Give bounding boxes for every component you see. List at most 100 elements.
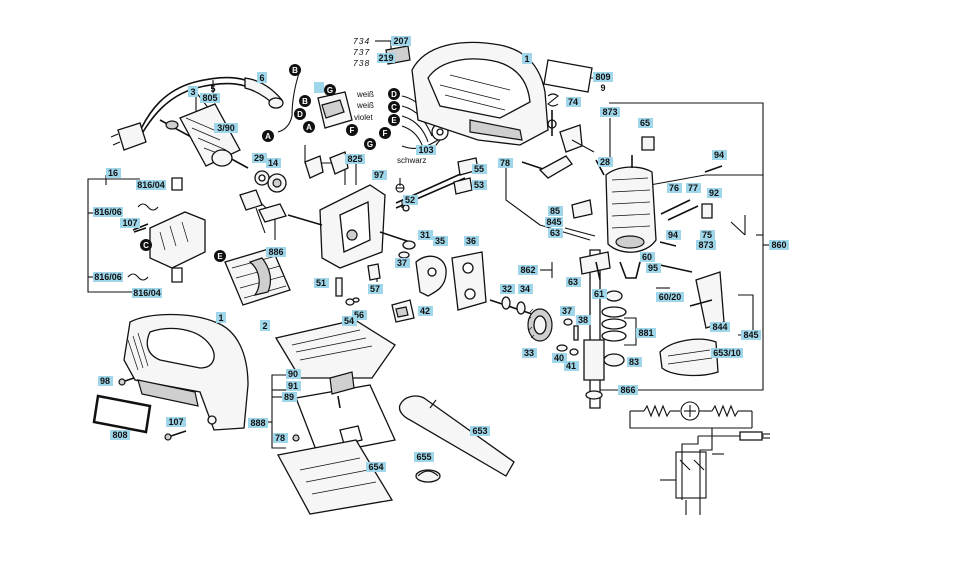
label-653: 653	[470, 426, 490, 436]
label-816-04-top: 816/04	[136, 180, 166, 190]
svg-text:A: A	[265, 132, 271, 141]
label-55: 55	[472, 164, 487, 174]
svg-text:83: 83	[629, 357, 639, 367]
label-881: 881	[636, 328, 656, 338]
label-873-top: 873	[600, 107, 620, 117]
label-74: 74	[566, 97, 581, 107]
svg-text:53: 53	[474, 180, 484, 190]
label-107-left: 107	[120, 218, 140, 228]
label-825: 825	[345, 154, 365, 164]
svg-text:G: G	[327, 86, 333, 95]
clips	[595, 261, 693, 281]
small-parts-right	[556, 318, 579, 356]
label-61: 61	[592, 289, 607, 299]
wire-label-violet: violet	[354, 113, 373, 122]
label-76: 76	[667, 183, 682, 193]
svg-text:92: 92	[709, 188, 719, 198]
small-parts-center	[335, 240, 416, 306]
label-816-04-bottom: 816/04	[132, 288, 162, 298]
armature	[159, 103, 249, 169]
connector-markers: B A G B D A F D C E F G C E	[140, 64, 400, 262]
svg-text:E: E	[217, 252, 223, 261]
svg-text:D: D	[297, 110, 303, 119]
nameplate	[92, 394, 152, 434]
svg-text:33: 33	[524, 348, 534, 358]
label-78-bottom: 78	[273, 433, 288, 443]
connector-d-wire: D	[388, 88, 400, 100]
plunger-housing	[605, 136, 657, 253]
linkage	[521, 124, 605, 179]
connector-f-brush: F	[346, 124, 358, 136]
svg-text:34: 34	[520, 284, 530, 294]
label-845-right: 845	[741, 330, 761, 340]
svg-text:40: 40	[554, 353, 564, 363]
label-5: 5	[210, 84, 215, 94]
svg-text:653/10: 653/10	[713, 348, 741, 358]
svg-text:16: 16	[108, 168, 118, 178]
svg-text:76: 76	[669, 183, 679, 193]
label-1-left: 1	[216, 312, 226, 323]
label-207: 207	[391, 36, 411, 46]
parallel-guide	[398, 395, 515, 483]
connector-d-brush: D	[294, 108, 306, 120]
svg-text:75: 75	[702, 230, 712, 240]
svg-text:873: 873	[602, 107, 617, 117]
label-866: 866	[618, 385, 638, 395]
plunger-rod	[579, 249, 611, 409]
svg-text:C: C	[143, 241, 149, 250]
label-873-right: 873	[696, 240, 716, 250]
label-34: 34	[518, 284, 533, 294]
gear-plate	[415, 251, 487, 311]
label-95: 95	[646, 263, 661, 273]
label-1-top: 1	[522, 53, 532, 64]
svg-text:808: 808	[112, 430, 127, 440]
svg-text:3: 3	[190, 87, 195, 97]
svg-text:873: 873	[698, 240, 713, 250]
variant-737: 737	[353, 47, 370, 57]
top-housing	[385, 41, 559, 146]
label-98: 98	[98, 376, 113, 386]
svg-text:77: 77	[688, 183, 698, 193]
label-9: 9	[600, 83, 605, 93]
svg-text:C: C	[391, 103, 397, 112]
svg-text:888: 888	[250, 418, 265, 428]
label-886: 886	[266, 247, 286, 257]
connector-e-coil: E	[214, 250, 226, 262]
svg-text:G: G	[367, 140, 373, 149]
label-37-right: 37	[560, 306, 575, 316]
svg-text:866: 866	[620, 385, 635, 395]
wire-colors: weiß weiß violet schwarz	[354, 90, 426, 165]
svg-text:54: 54	[344, 316, 354, 326]
svg-text:2: 2	[262, 321, 267, 331]
connector-g-wire: G	[364, 138, 376, 150]
svg-text:1: 1	[524, 54, 529, 64]
variant-734: 734	[353, 36, 370, 46]
label-655: 655	[414, 452, 434, 462]
svg-text:61: 61	[594, 289, 604, 299]
svg-text:F: F	[383, 129, 388, 138]
label-3: 3	[188, 86, 198, 97]
bearing-parts	[239, 170, 287, 223]
svg-text:97: 97	[374, 170, 384, 180]
label-219: 219	[377, 53, 395, 63]
label-808: 808	[110, 430, 130, 440]
svg-text:E: E	[391, 116, 397, 125]
svg-text:816/04: 816/04	[133, 288, 161, 298]
screws-left	[118, 227, 187, 441]
label-816-06-bottom: 816/06	[93, 272, 123, 282]
svg-text:85: 85	[550, 206, 560, 216]
field-coil	[224, 247, 291, 306]
svg-text:94: 94	[668, 230, 678, 240]
svg-text:51: 51	[316, 278, 326, 288]
label-29: 29	[252, 153, 267, 163]
ground-icon	[395, 183, 405, 193]
housing-shell	[123, 313, 249, 431]
svg-text:6: 6	[259, 73, 264, 83]
pendulum-lever	[659, 271, 725, 377]
label-63-right: 63	[566, 277, 581, 287]
connector-a-brush: A	[303, 121, 315, 133]
label-91: 91	[286, 381, 301, 391]
svg-text:103: 103	[418, 145, 433, 155]
label-2: 2	[260, 320, 270, 331]
variant-numbers: 734 737 738	[353, 36, 370, 68]
